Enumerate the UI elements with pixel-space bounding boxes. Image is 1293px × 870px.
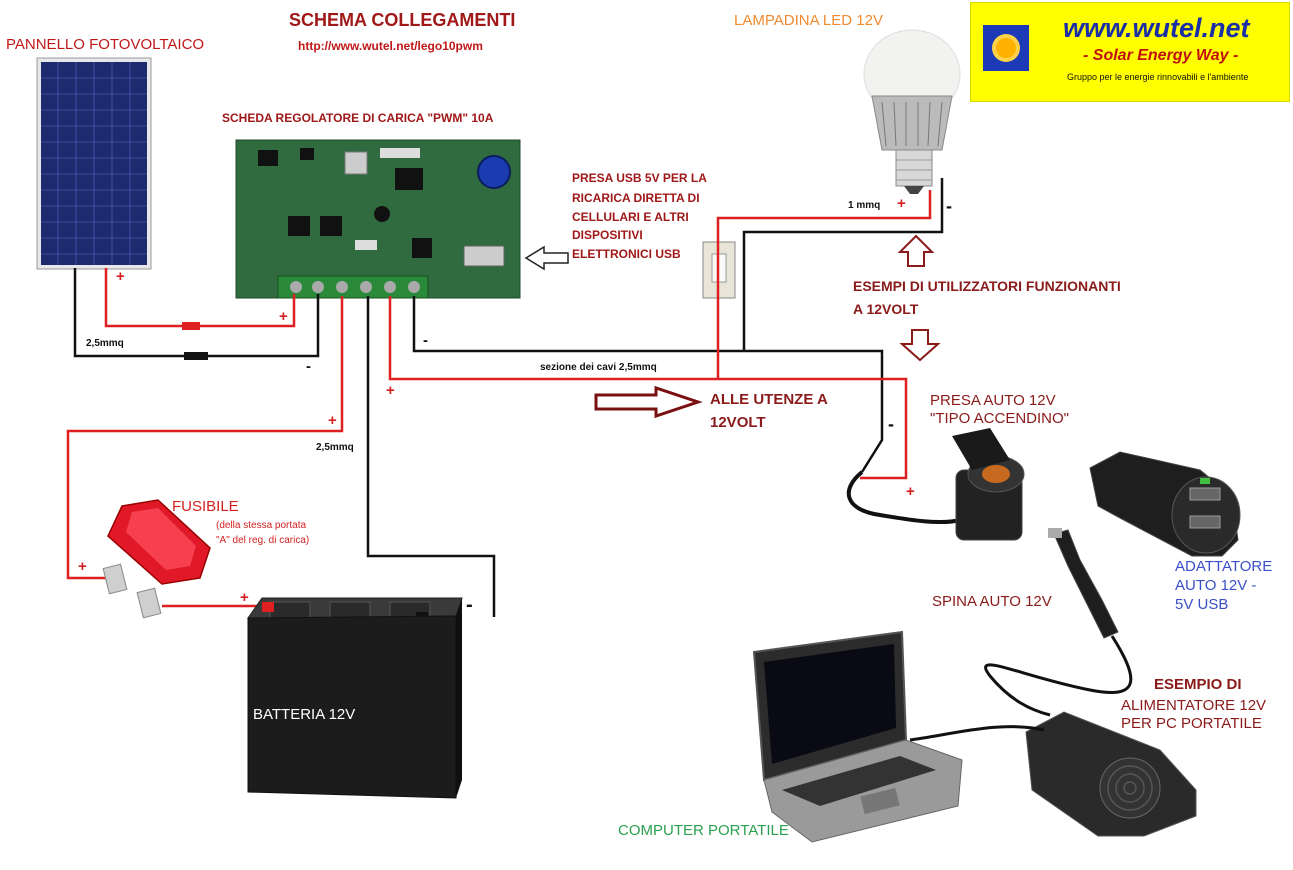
car-plug — [984, 528, 1133, 717]
fuse-label: FUSIBILE — [172, 498, 239, 515]
logo-tagline: - Solar Energy Way - — [1083, 47, 1239, 64]
usb-label-4: DISPOSITIVI — [572, 228, 643, 242]
laptop-label: COMPUTER PORTATILE — [618, 822, 789, 839]
diagram-title: SCHEMA COLLEGAMENTI — [289, 10, 516, 30]
adapter-label-3: 5V USB — [1175, 596, 1229, 613]
wutel-logo[interactable]: www.wutel.net - Solar Energy Way - Grupp… — [970, 2, 1290, 102]
plus-marker-led: + — [897, 195, 906, 212]
adapter-label-1: ADATTATORE — [1175, 558, 1273, 575]
plus-marker-reg-panel: + — [279, 308, 288, 325]
psu-label-3: PER PC PORTATILE — [1121, 715, 1262, 732]
minus-marker-battery: - — [466, 594, 473, 616]
solar-panel — [36, 57, 152, 270]
car-plug-label: SPINA AUTO 12V — [932, 593, 1052, 610]
usb-label-2: RICARICA DIRETTA DI — [572, 191, 700, 205]
car-socket — [846, 428, 1025, 541]
usb-pointer-arrow — [524, 245, 569, 271]
laptop-power-adapter — [909, 711, 1197, 837]
usb-label-3: CELLULARI E ALTRI — [572, 210, 689, 224]
loads-label-1: ALLE UTENZE A — [710, 391, 828, 408]
battery-label: BATTERIA 12V — [253, 706, 356, 723]
plus-marker-loads: + — [386, 382, 395, 399]
blade-fuse — [102, 499, 211, 619]
led-wire-label: 1 mmq — [848, 200, 881, 211]
panel-diode — [184, 352, 208, 360]
adapter-label-2: AUTO 12V - — [1175, 577, 1257, 594]
battery-wire-label: 2,5mmq — [316, 442, 354, 453]
plus-marker-reg-batt: + — [328, 412, 337, 429]
logo-site: www.wutel.net — [1063, 13, 1250, 43]
positive-wires — [66, 190, 932, 608]
plus-marker-socket: + — [906, 483, 915, 500]
loads-label-2: 12VOLT — [710, 414, 766, 431]
source-url[interactable]: http://www.wutel.net/lego10pwm — [298, 39, 483, 53]
usb-label-1: PRESA USB 5V PER LA — [572, 171, 707, 185]
sun-icon — [983, 25, 1029, 71]
minus-marker-led: - — [946, 196, 952, 216]
car-socket-label-1: PRESA AUTO 12V — [930, 392, 1056, 409]
fuse-note-2: "A" del reg. di carica) — [216, 535, 310, 546]
panel-fuse-inline — [182, 322, 200, 330]
charge-regulator-board — [235, 139, 521, 299]
led-label: LAMPADINA LED 12V — [734, 12, 883, 29]
logo-description: Gruppo per le energie rinnovabili e l'am… — [1067, 72, 1249, 82]
minus-marker-socket: - — [888, 414, 894, 434]
psu-label-2: ALIMENTATORE 12V — [1121, 697, 1267, 714]
loads-arrow — [594, 385, 703, 419]
fuse-note-1: (della stessa portata — [216, 520, 307, 531]
panel-wire-label: 2,5mmq — [86, 338, 124, 349]
plus-marker-fuse-in: + — [78, 558, 87, 575]
regulator-label: SCHEDA REGOLATORE DI CARICA "PWM" 10A — [222, 111, 494, 125]
up-arrow — [897, 234, 935, 267]
minus-marker-reg-panel: - — [306, 358, 311, 375]
usb-car-adapter — [1089, 451, 1241, 557]
examples-label-1: ESEMPI DI UTILIZZATORI FUNZIONANTI — [853, 278, 1121, 294]
laptop-computer — [752, 630, 963, 843]
led-bulb — [863, 29, 961, 194]
usb-label-5: ELETTRONICI USB — [572, 247, 681, 261]
panel-label: PANNELLO FOTOVOLTAICO — [6, 36, 205, 53]
wire-section-label: sezione dei cavi 2,5mmq — [540, 362, 657, 373]
car-socket-label-2: "TIPO ACCENDINO" — [930, 410, 1069, 427]
plus-marker-battery: + — [240, 589, 249, 606]
down-arrow — [899, 329, 941, 362]
psu-label-1: ESEMPIO DI — [1154, 676, 1242, 693]
battery-12v — [247, 597, 463, 799]
plus-marker-panel: + — [116, 268, 125, 285]
minus-marker-loads: - — [423, 332, 428, 349]
examples-label-2: A 12VOLT — [853, 301, 919, 317]
